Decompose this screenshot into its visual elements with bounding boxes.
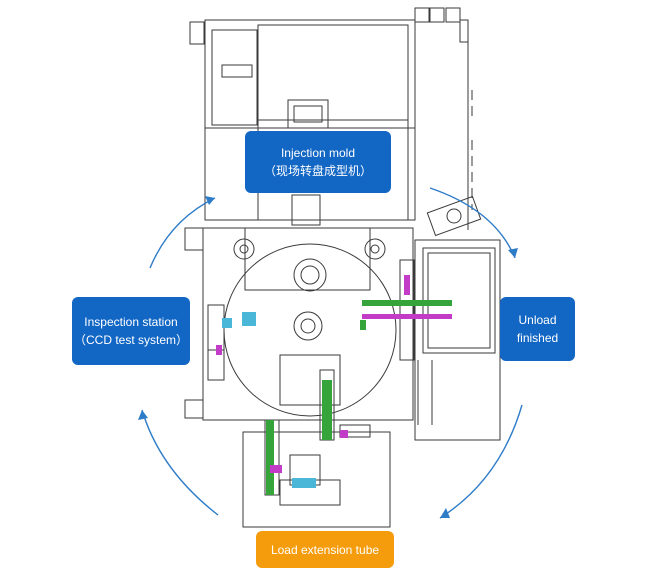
load-extension-tube-label: Load extension tube — [256, 531, 394, 568]
inspection-station-title: Inspection station — [84, 315, 178, 329]
loading-area — [242, 431, 391, 528]
unload-finished-label: Unload finished — [500, 297, 575, 361]
arrowhead-2 — [508, 248, 518, 258]
unload-line2: finished — [516, 331, 559, 345]
load-title: Load extension tube — [270, 542, 380, 557]
unload-line1: Unload — [518, 313, 557, 327]
inspection-station-subtitle: （CCD test system） — [73, 333, 188, 347]
upper-hub — [293, 258, 327, 292]
injection-mold-label: Injection mold （现场转盘成型机） — [245, 131, 391, 193]
arrowhead-4 — [138, 410, 148, 420]
upper-frame — [204, 19, 416, 221]
arrow-injection-to-unload — [429, 187, 516, 259]
arrowhead-1 — [205, 196, 215, 205]
inspection-station-label: Inspection station （CCD test system） — [72, 297, 190, 365]
arrow-inspection-to-injection — [149, 197, 216, 269]
upper-inner-frame — [257, 24, 409, 121]
injection-mold-subtitle: （现场转盘成型机） — [263, 164, 372, 178]
injection-mold-title: Injection mold — [280, 146, 356, 160]
arrow-unload-to-load — [439, 404, 523, 519]
arrowhead-3 — [440, 508, 450, 518]
arrow-load-to-inspection — [141, 409, 219, 516]
